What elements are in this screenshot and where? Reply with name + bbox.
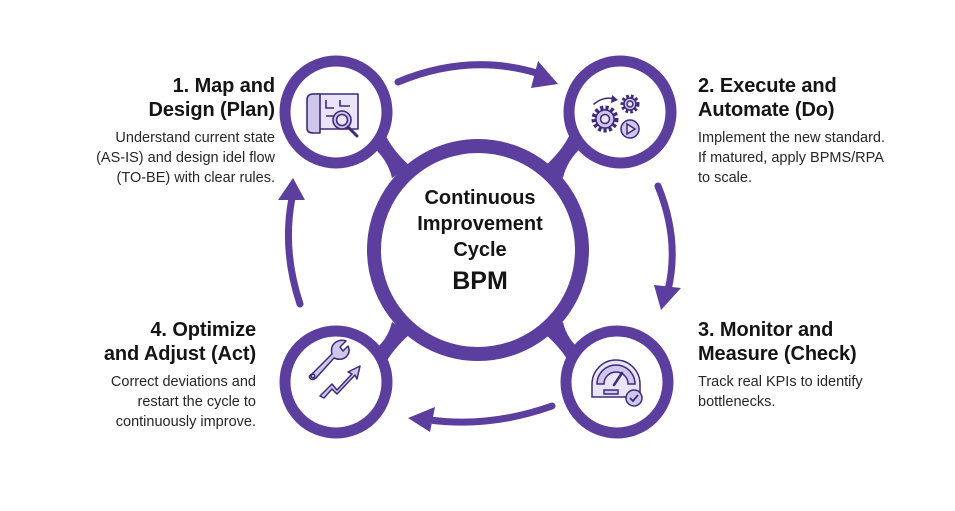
step-check-title-line-2: Measure (Check) xyxy=(698,343,857,365)
arrowhead-check-to-act xyxy=(408,407,435,432)
step-do-title-line-2: Automate (Do) xyxy=(698,99,835,121)
step-act-title-line-2: and Adjust (Act) xyxy=(103,343,256,365)
step-plan-title: 1. Map and Design (Plan) xyxy=(20,74,276,122)
center-title-line-2: Improvement xyxy=(417,213,543,235)
center-hub-label: Continuous Improvement Cycle BPM xyxy=(385,185,575,297)
step-do-description: Implement the new standard. If matured, … xyxy=(698,130,885,186)
step-act-description: Correct deviations and restart the cycle… xyxy=(110,374,256,430)
center-hub-circle xyxy=(367,139,589,361)
center-title-line-1: Continuous xyxy=(424,187,536,209)
center-acronym: BPM xyxy=(452,267,508,295)
arrowhead-act-to-plan xyxy=(278,178,305,200)
cycle-arrows xyxy=(284,61,676,426)
step-plan-title-line-1: 1. Map and xyxy=(172,75,275,97)
arrow-check-to-act xyxy=(426,402,556,426)
step-4-circle xyxy=(279,325,393,439)
step-check-title: 3. Monitor and Measure (Check) xyxy=(698,318,948,366)
gauge-check-icon xyxy=(591,359,643,407)
arrow-plan-to-do xyxy=(394,61,544,86)
step-2-circle xyxy=(563,55,677,169)
step-do-title-line-1: 2. Execute and xyxy=(698,75,837,97)
arrow-heads xyxy=(278,61,681,432)
gears-play-icon xyxy=(591,94,640,139)
center-title-line-3: Cycle xyxy=(453,239,507,261)
wrench-trend-icon xyxy=(308,339,361,399)
step-do: 2. Execute and Automate (Do) Implement t… xyxy=(698,74,948,188)
step-plan-title-line-2: Design (Plan) xyxy=(148,99,276,121)
blueprint-search-icon xyxy=(306,93,359,138)
step-check: 3. Monitor and Measure (Check) Track rea… xyxy=(698,318,948,412)
step-plan-description: Understand current state (AS-IS) and des… xyxy=(96,130,275,186)
arrowhead-plan-to-do xyxy=(531,61,558,88)
arrowhead-do-to-check xyxy=(654,285,681,310)
step-check-description: Track real KPIs to identify bottlenecks. xyxy=(698,374,863,410)
step-plan: 1. Map and Design (Plan) Understand curr… xyxy=(20,74,275,188)
arrow-do-to-check xyxy=(654,182,676,294)
step-act-title-line-1: 4. Optimize xyxy=(150,319,256,341)
step-act-title: 4. Optimize and Adjust (Act) xyxy=(20,318,256,366)
step-check-title-line-1: 3. Monitor and xyxy=(698,319,834,341)
step-act: 4. Optimize and Adjust (Act) Correct dev… xyxy=(20,318,256,432)
arrow-act-to-plan xyxy=(284,194,304,308)
step-do-title: 2. Execute and Automate (Do) xyxy=(698,74,948,122)
